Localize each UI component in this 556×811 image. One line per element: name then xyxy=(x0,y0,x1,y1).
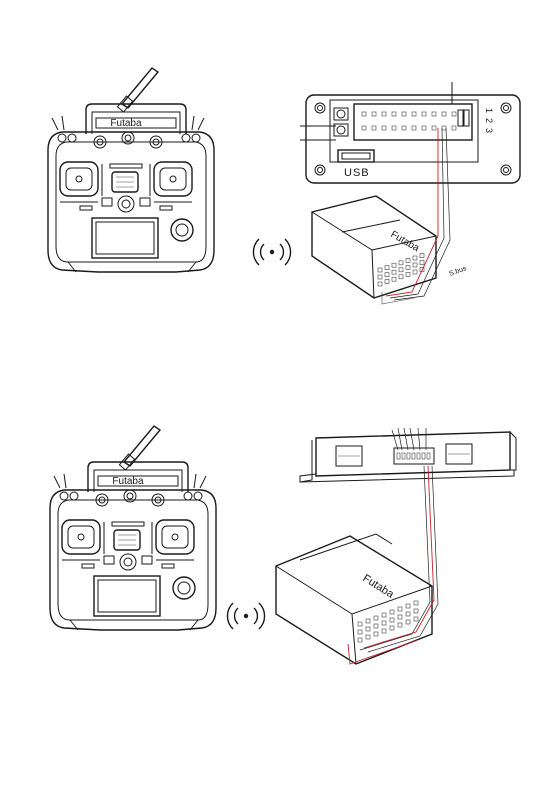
receiver-pins-bottom xyxy=(358,601,418,642)
pin xyxy=(422,126,426,130)
pin xyxy=(382,112,386,116)
bottom-flight-controller xyxy=(300,428,516,482)
pin xyxy=(382,621,386,625)
pin xyxy=(372,126,376,130)
pin xyxy=(358,630,362,634)
pin xyxy=(374,616,378,620)
pin xyxy=(427,453,430,459)
pin xyxy=(413,263,417,267)
pin xyxy=(399,275,403,279)
pin xyxy=(413,256,417,260)
pin xyxy=(390,626,394,630)
pin xyxy=(366,635,370,639)
top-receiver: Futaba S.bus xyxy=(312,196,468,298)
sbus-label: S.bus xyxy=(448,265,468,278)
pin xyxy=(406,258,410,262)
pin xyxy=(402,112,406,116)
pin xyxy=(422,453,425,459)
pin xyxy=(406,612,410,616)
pin xyxy=(399,268,403,272)
pin xyxy=(385,280,389,284)
flight-controller-board: USB 1 2 3 xyxy=(300,82,520,183)
pin xyxy=(402,126,406,130)
pin xyxy=(417,453,420,459)
pin xyxy=(374,624,378,628)
pin xyxy=(432,112,436,116)
pin xyxy=(422,112,426,116)
pin xyxy=(392,112,396,116)
pin xyxy=(420,261,424,265)
pin xyxy=(413,270,417,274)
port-number-3: 3 xyxy=(484,128,494,133)
pin xyxy=(406,265,410,269)
pin xyxy=(366,619,370,623)
pin xyxy=(412,112,416,116)
pin xyxy=(358,638,362,642)
usb-label: USB xyxy=(344,167,370,179)
receiver-brand-2: Futaba xyxy=(360,572,396,601)
header-pins-bottom xyxy=(397,453,430,459)
pin xyxy=(398,615,402,619)
pin xyxy=(392,126,396,130)
pin xyxy=(414,609,418,613)
wireless-signal-icon-2 xyxy=(227,603,264,629)
receiver-brand: Futaba xyxy=(389,229,422,254)
bottom-transmitter: Futaba xyxy=(50,426,216,630)
pin xyxy=(362,126,366,130)
pin xyxy=(374,632,378,636)
pin xyxy=(406,620,410,624)
pin xyxy=(442,126,446,130)
pin xyxy=(442,112,446,116)
pin xyxy=(378,268,382,272)
pin xyxy=(378,275,382,279)
pin xyxy=(398,607,402,611)
pin xyxy=(407,453,410,459)
pin xyxy=(412,453,415,459)
pin xyxy=(402,453,405,459)
transmitter-brand: Futaba xyxy=(110,118,142,129)
wireless-signal-icon xyxy=(253,239,290,265)
pin xyxy=(392,270,396,274)
pin xyxy=(390,618,394,622)
pin xyxy=(406,604,410,608)
pin xyxy=(382,126,386,130)
pin xyxy=(397,453,400,459)
pin xyxy=(378,282,382,286)
pin xyxy=(372,112,376,116)
pin xyxy=(414,617,418,621)
pin xyxy=(452,126,456,130)
pin xyxy=(382,613,386,617)
pin xyxy=(432,126,436,130)
header-pins xyxy=(362,110,469,130)
pin xyxy=(458,110,463,126)
port-number-1: 1 xyxy=(484,108,494,113)
top-transmitter: Futaba xyxy=(48,68,214,272)
pin xyxy=(392,277,396,281)
pin xyxy=(420,254,424,258)
pin xyxy=(362,112,366,116)
pin xyxy=(406,272,410,276)
pin xyxy=(398,623,402,627)
pin xyxy=(390,610,394,614)
pin xyxy=(385,266,389,270)
pin xyxy=(452,112,456,116)
port-number-2: 2 xyxy=(484,118,494,123)
usb-port xyxy=(338,150,374,162)
pin xyxy=(399,261,403,265)
pin xyxy=(385,273,389,277)
bottom-receiver: Futaba xyxy=(276,534,432,664)
pin xyxy=(382,629,386,633)
pin xyxy=(412,126,416,130)
transmitter-brand-2: Futaba xyxy=(112,476,144,487)
pin xyxy=(464,110,469,126)
pin xyxy=(366,627,370,631)
pin xyxy=(358,622,362,626)
pin xyxy=(414,601,418,605)
pin xyxy=(392,263,396,267)
